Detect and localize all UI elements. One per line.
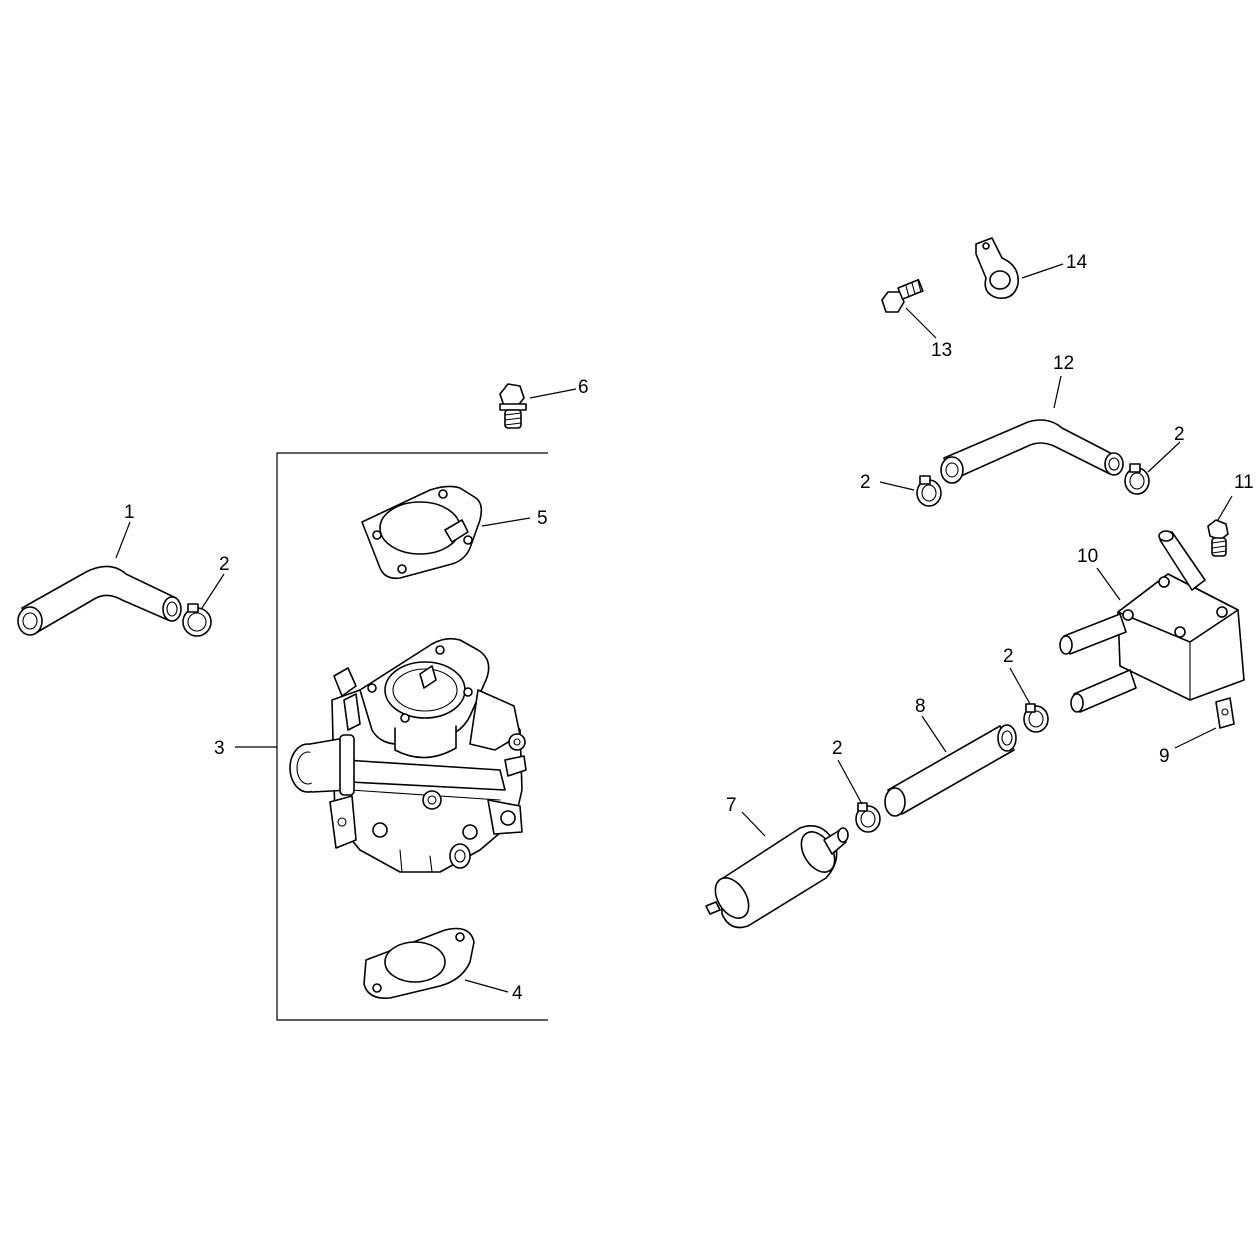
callout-4: 4	[512, 983, 523, 1004]
fuel-filter-icon	[705, 825, 849, 929]
p-clip-icon	[975, 237, 1019, 300]
group-bracket	[276, 452, 548, 1021]
leader-lines	[115, 263, 1233, 993]
callout-labels: 1 2 2 2 2 2 3 4 5 6 7 8 9 10 11 12 13 14	[124, 252, 1254, 1004]
callout-2: 2	[1003, 646, 1014, 667]
callout-11: 11	[1234, 472, 1254, 493]
bolt-icon	[1207, 519, 1229, 557]
lower-gasket-icon	[363, 927, 475, 1000]
bent-hose-icon	[17, 565, 182, 636]
callout-2: 2	[860, 472, 871, 493]
callout-7: 7	[726, 795, 737, 816]
straight-hose-icon	[884, 724, 1017, 817]
callout-14: 14	[1066, 252, 1088, 273]
callout-2: 2	[1174, 424, 1185, 445]
callout-9: 9	[1159, 746, 1170, 767]
callout-1: 1	[124, 502, 135, 523]
callout-2: 2	[219, 554, 230, 575]
callout-13: 13	[931, 340, 952, 361]
nut-icon	[1215, 697, 1235, 729]
bent-hose-icon	[940, 419, 1124, 484]
bolt-icon	[499, 383, 527, 429]
callout-2: 2	[832, 738, 843, 759]
bolt-icon	[881, 278, 924, 313]
hose-clamp-icon	[916, 475, 942, 507]
carburetor-assembly-icon	[289, 637, 527, 873]
upper-gasket-icon	[361, 485, 483, 580]
callout-5: 5	[537, 508, 548, 529]
fuel-pump-icon	[1059, 530, 1245, 713]
callout-12: 12	[1053, 353, 1074, 374]
hose-clamp-icon	[855, 802, 881, 833]
hose-clamp-icon	[1023, 703, 1049, 733]
callout-10: 10	[1077, 546, 1098, 567]
hose-clamp-icon	[1124, 463, 1150, 495]
hose-clamp-icon	[182, 603, 212, 637]
callout-3: 3	[214, 738, 225, 759]
callout-6: 6	[578, 377, 589, 398]
callout-8: 8	[915, 696, 926, 717]
